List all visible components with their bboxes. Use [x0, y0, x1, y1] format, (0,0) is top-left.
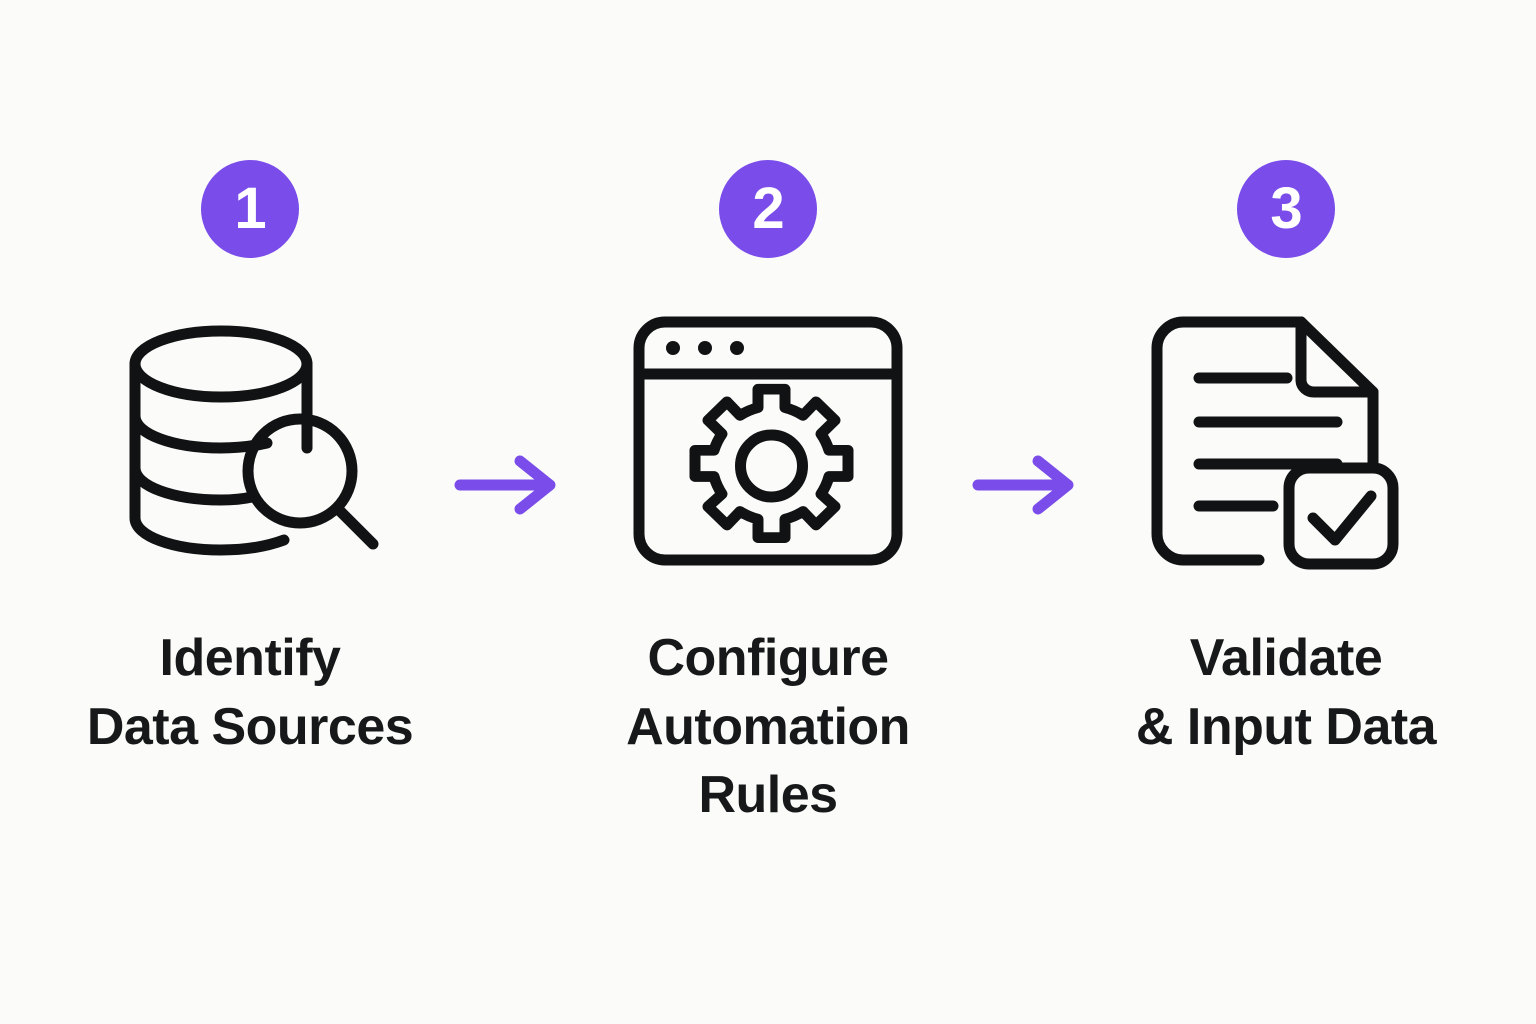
step-number-badge-2: 2: [719, 160, 817, 258]
step-number-label-1: 1: [234, 176, 266, 241]
step-2: 2 Configure Automation Rules: [568, 160, 968, 830]
step-number-label-3: 3: [1270, 176, 1302, 241]
step-1: 1 Identify Data Sources: [50, 160, 450, 761]
step-label-1: Identify Data Sources: [86, 629, 414, 756]
arrow-right-icon-1: [454, 455, 556, 515]
step-icon-3: [1151, 316, 1421, 570]
database-search-icon: [129, 325, 379, 556]
arrow-right-icon-2: [972, 455, 1074, 515]
step-icon-2: [633, 316, 903, 566]
step-icon-1: [115, 316, 385, 566]
document-checkbox-icon: [1151, 316, 1399, 570]
step-label-2: Configure Automation Rules: [626, 629, 910, 825]
step-number-label-2: 2: [752, 176, 784, 241]
connector-1: [450, 160, 568, 515]
step-number-badge-3: 3: [1237, 160, 1335, 258]
step-3: 3 Validate & Input Data: [1086, 160, 1486, 761]
step-label-3: Validate & Input Data: [1135, 629, 1437, 756]
step-number-badge-1: 1: [201, 160, 299, 258]
connector-2: [968, 160, 1086, 515]
browser-gear-icon: [633, 316, 903, 566]
